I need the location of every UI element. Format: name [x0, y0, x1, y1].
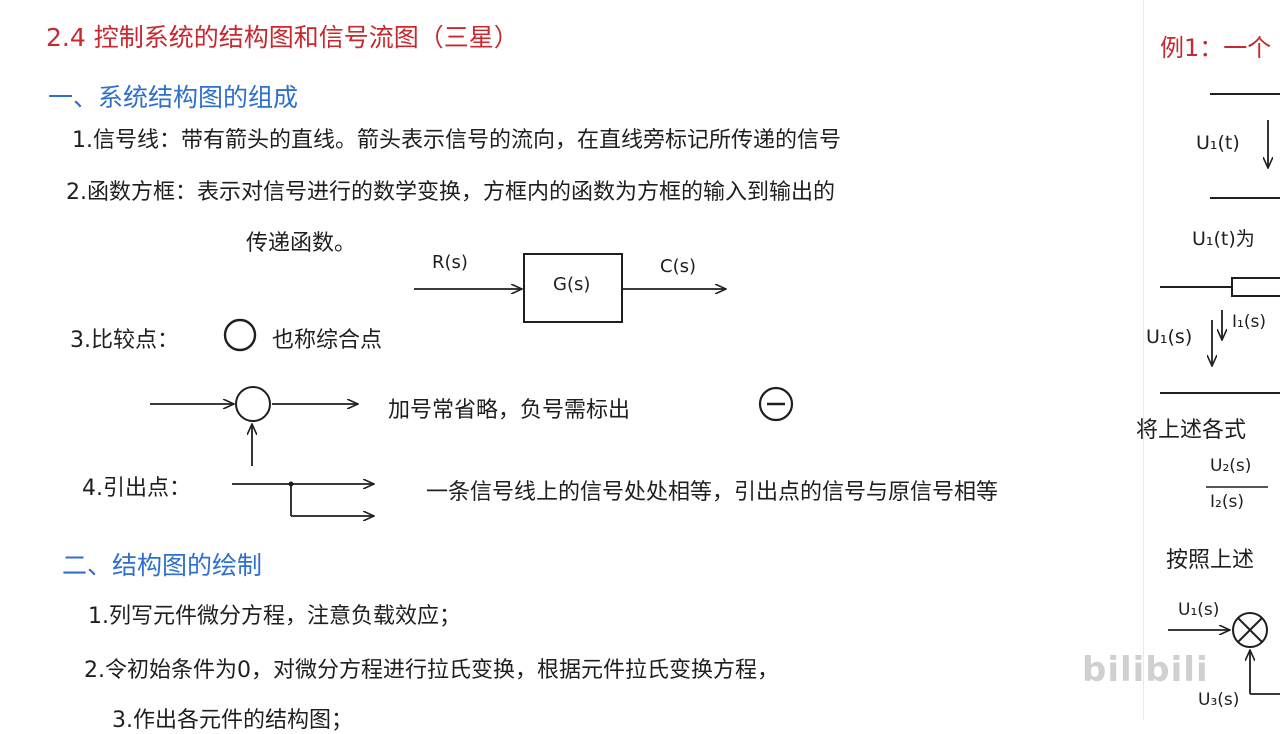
- section2-item2: 2.令初始条件为0，对微分方程进行拉氏变换，根据元件拉氏变换方程，: [84, 658, 779, 683]
- section2-item1: 1.列写元件微分方程，注意负载效应；: [88, 604, 461, 629]
- section2-title: 二、结构图的绘制: [62, 551, 263, 580]
- block-transfer-label: G(s): [553, 274, 591, 295]
- summing-junction-icon: [1232, 612, 1268, 648]
- page-heading: 2.4 控制系统的结构图和信号流图（三星）: [46, 23, 519, 52]
- section1-item4-note: 一条信号线上的信号处处相等，引出点的信号与原信号相等: [426, 480, 999, 505]
- fraction-numerator: U₂(s): [1210, 456, 1252, 476]
- panel-divider: [1143, 0, 1144, 720]
- fraction-denominator: I₂(s): [1210, 492, 1244, 512]
- compare-note: 加号常省略，负号需标出: [388, 398, 631, 423]
- above-text: 将上述各式: [1136, 418, 1247, 443]
- comparison-diagram: [150, 386, 358, 466]
- u1s-label: U₁(s): [1146, 326, 1193, 348]
- section1-item2-line1: 2.函数方框：表示对信号进行的数学变换，方框内的函数为方框的输入到输出的: [66, 180, 835, 205]
- example-title: 例1：一个: [1160, 34, 1272, 62]
- minus-circle-icon: [758, 386, 794, 422]
- comparison-circle: [235, 386, 271, 422]
- pickoff-point: [288, 481, 294, 487]
- block-output-label: C(s): [660, 256, 696, 277]
- comparison-point-symbol: [223, 318, 257, 352]
- section1-item2-line2: 传递函数。: [246, 231, 357, 256]
- section1-item4: 4.引出点：: [82, 476, 191, 501]
- transfer-function-box: [523, 253, 623, 323]
- u1s-label-2: U₁(s): [1178, 600, 1220, 620]
- u3s-label: U₃(s): [1198, 690, 1240, 710]
- u1t-text: U₁(t)为: [1192, 228, 1255, 250]
- block-input-label: R(s): [432, 252, 468, 273]
- resistor-symbol: [1231, 277, 1280, 297]
- i1s-label: I₁(s): [1232, 312, 1266, 332]
- section1-item3-note: 也称综合点: [272, 328, 383, 353]
- block-diagram: [414, 253, 726, 323]
- section1-item1: 1.信号线：带有箭头的直线。箭头表示信号的流向，在直线旁标记所传递的信号: [72, 128, 841, 153]
- section1-title: 一、系统结构图的组成: [48, 83, 299, 112]
- section1-item3: 3.比较点：: [70, 328, 179, 353]
- according-text: 按照上述: [1166, 548, 1255, 573]
- pickoff-diagram: [232, 482, 374, 517]
- u1t-label: U₁(t): [1196, 132, 1240, 154]
- bilibili-watermark: bilibili: [1082, 650, 1209, 690]
